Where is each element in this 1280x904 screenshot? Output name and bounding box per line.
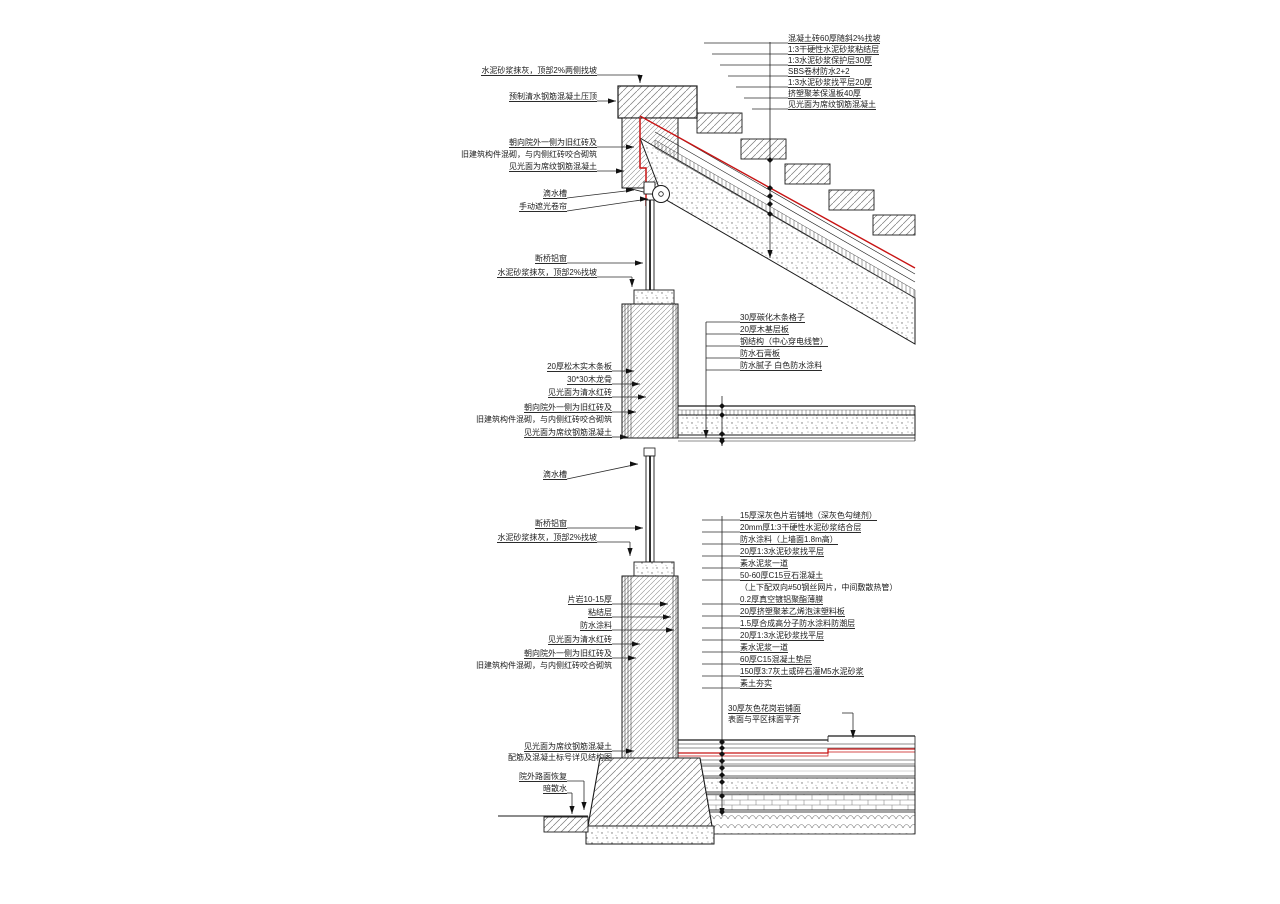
leader-lines [566,42,856,814]
mid-floor-slab [677,405,916,442]
exterior-ground [498,815,589,833]
roof-assembly [627,112,916,345]
lower-window [633,447,675,577]
dimension-lines [703,42,773,816]
lower-wall [621,575,679,759]
upper-window [633,199,675,305]
foundation [585,757,715,845]
roof-tile-steps [696,112,916,236]
interior-floor-assembly [677,735,916,835]
roller-shade [643,181,670,203]
